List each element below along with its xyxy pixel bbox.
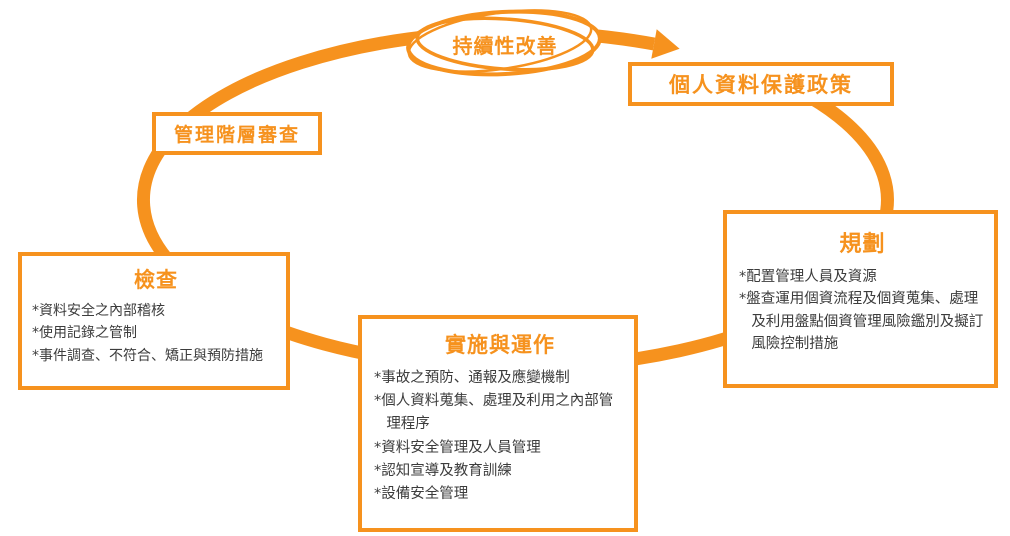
management-review-box: 管理階層審查 bbox=[152, 112, 322, 155]
bullet-item: *設備安全管理 bbox=[374, 485, 469, 502]
improvement-cloud-icon bbox=[406, 9, 602, 77]
bullet-item: *事故之預防、通報及應變機制 bbox=[374, 370, 570, 386]
check-box: 檢查 *資料安全之內部稽核 *使用記錄之管制 *事件調查、不符合、矯正與預防措施 bbox=[18, 252, 290, 390]
check-title: 檢查 bbox=[134, 268, 178, 292]
policy-title: 個人資料保護政策 bbox=[669, 73, 853, 97]
bullet-item: *資料安全之內部稽核 bbox=[32, 303, 165, 319]
plan-title: 規劃 bbox=[839, 232, 886, 257]
check-bullets: *資料安全之內部稽核 *使用記錄之管制 *事件調查、不符合、矯正與預防措施 bbox=[32, 300, 280, 367]
bullet-item: *認知宣導及教育訓練 bbox=[374, 462, 512, 479]
bullet-item: *盤查運用個資流程及個資蒐集、處理及利用盤點個資管理風險鑑別及擬訂風險控制措施 bbox=[739, 291, 984, 353]
implementation-box: 實施與運作 *事故之預防、通報及應變機制 *個人資料蒐集、處理及利用之內部管理程序… bbox=[358, 315, 638, 532]
cycle-arrow-head-icon bbox=[651, 29, 680, 59]
management-review-title: 管理階層審查 bbox=[173, 124, 300, 146]
plan-bullets: *配置管理人員及資源 *盤查運用個資流程及個資蒐集、處理及利用盤點個資管理風險鑑別… bbox=[739, 266, 986, 356]
policy-box: 個人資料保護政策 bbox=[628, 62, 894, 106]
implementation-bullets: *事故之預防、通報及應變機制 *個人資料蒐集、處理及利用之內部管理程序 *資料安全管… bbox=[374, 367, 626, 506]
bullet-item: *配置管理人員及資源 bbox=[739, 269, 877, 285]
implementation-title: 實施與運作 bbox=[445, 333, 555, 357]
plan-box: 規劃 *配置管理人員及資源 *盤查運用個資流程及個資蒐集、處理及利用盤點個資管理風… bbox=[723, 210, 998, 388]
bullet-item: *使用記錄之管制 bbox=[32, 325, 137, 342]
bullet-item: *事件調查、不符合、矯正與預防措施 bbox=[32, 347, 263, 364]
bullet-item: *個人資料蒐集、處理及利用之內部管理程序 bbox=[374, 393, 614, 433]
continuous-improvement-label: 持續性改善 bbox=[452, 34, 558, 58]
bullet-item: *資料安全管理及人員管理 bbox=[374, 439, 541, 456]
